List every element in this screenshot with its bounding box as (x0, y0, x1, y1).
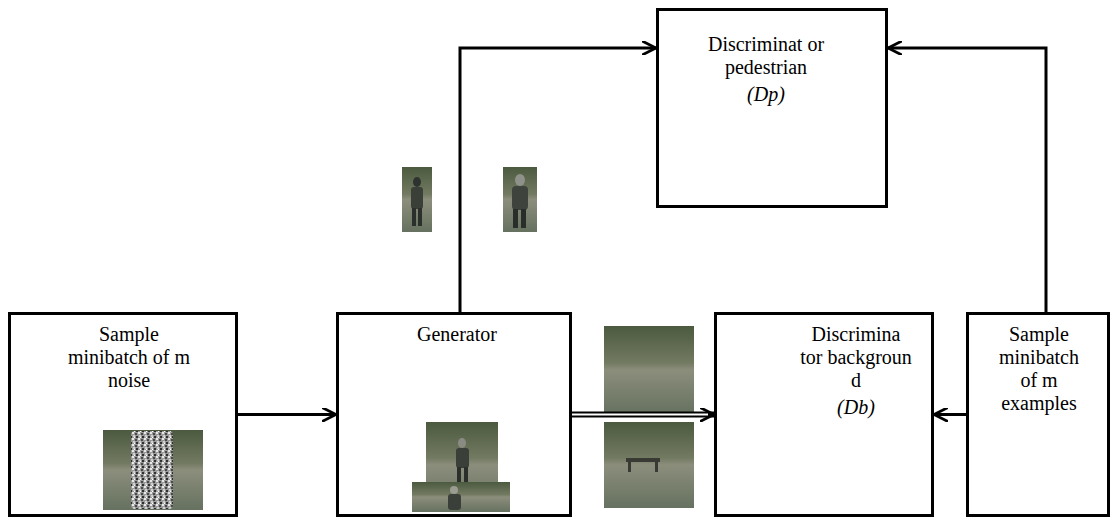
arrow-connector (460, 48, 656, 312)
node-label: Sample minibatch of m examples (989, 323, 1089, 415)
arrow-connector (934, 414, 966, 415)
arrow-connector (572, 414, 714, 415)
arrow-connector (888, 48, 1046, 312)
connector-line (238, 413, 336, 416)
generator-box: Generator (336, 312, 572, 517)
node-label: Generator (397, 323, 517, 346)
node-label: Discrimina tor backgroun d (799, 323, 913, 392)
double-line-gap (572, 414, 708, 416)
connector-line (460, 48, 656, 312)
background-image (604, 422, 694, 508)
connector-line (934, 413, 966, 416)
node-label: Sample minibatch of m noise (59, 323, 199, 392)
generated-strip-image (412, 482, 510, 512)
connector-line (888, 48, 1046, 312)
arrow-connector (238, 414, 336, 415)
node-label: Discriminat or pedestrian (707, 33, 825, 79)
discriminator-box: Discriminat or pedestrian (Dp) (656, 8, 888, 208)
pedestrian-thumbnail (402, 167, 432, 232)
discriminator-box: Discrimina tor backgroun d (Db) (714, 312, 934, 517)
connector-line (572, 412, 714, 418)
node-sublabel: (Db) (799, 396, 913, 419)
pedestrian-thumbnail (503, 167, 537, 232)
noise-input-image (103, 430, 203, 510)
input-box: Sample minibatch of m noise (8, 312, 238, 517)
background-image (604, 326, 694, 414)
input-box: Sample minibatch of m examples (966, 312, 1110, 517)
node-sublabel: (Dp) (707, 83, 825, 106)
